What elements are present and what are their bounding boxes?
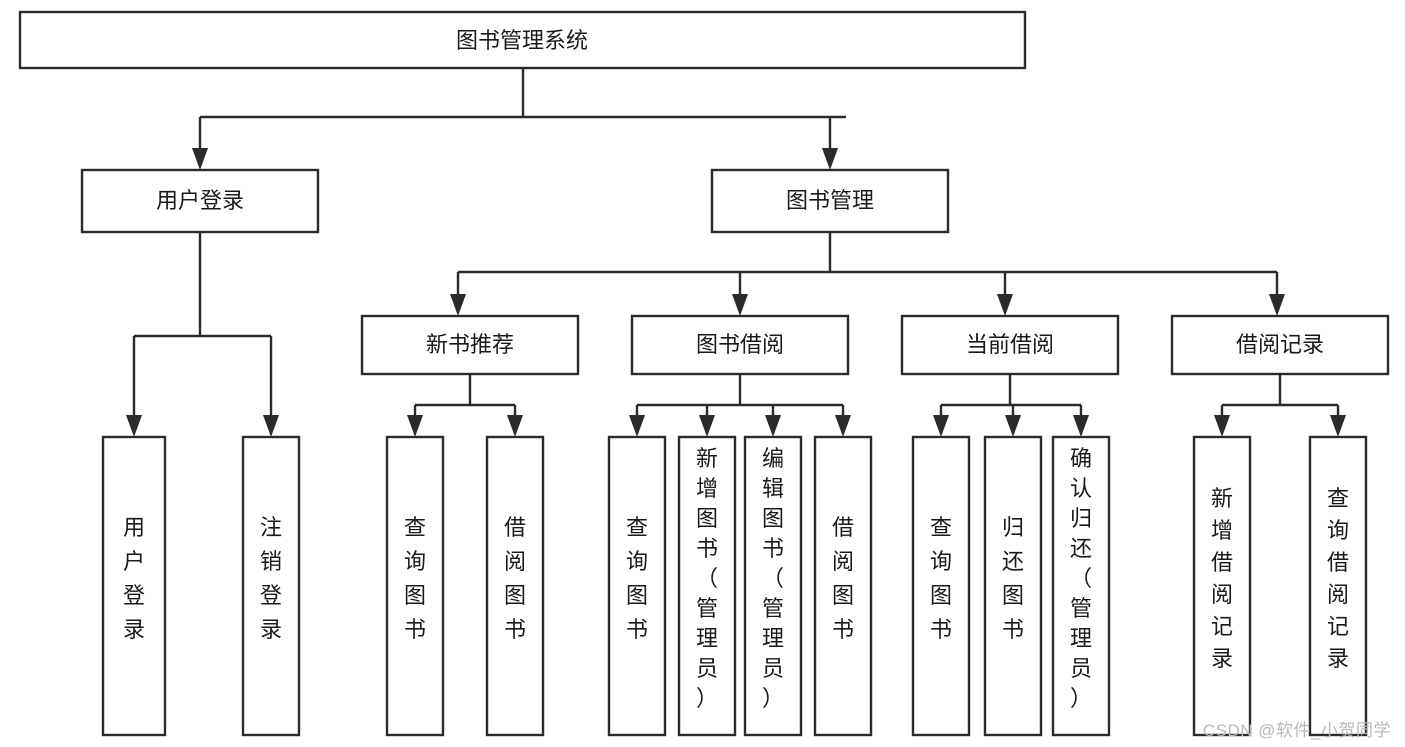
- node-leaf-query-book-2-box[interactable]: [607, 435, 667, 737]
- node-book-borrow-box[interactable]: [630, 314, 850, 376]
- watermark-credit: CSDN @软件_小贺同学: [1202, 721, 1391, 740]
- node-root-box[interactable]: [18, 10, 1027, 70]
- node-leaf-user-login-label: 用户登录: [123, 515, 145, 642]
- node-leaf-query-book-1[interactable]: 查询图书: [385, 435, 445, 737]
- node-leaf-query-book-2[interactable]: 查询图书: [607, 435, 667, 737]
- arrow-head-icon: [732, 294, 748, 316]
- node-leaf-query-book-3-box[interactable]: [911, 435, 971, 737]
- node-leaf-user-logout-label: 注销登录: [260, 515, 282, 642]
- arrow-head-icon: [997, 294, 1013, 316]
- node-leaf-query-record[interactable]: 查询借阅记录: [1308, 435, 1368, 737]
- node-leaf-add-record-box[interactable]: [1192, 435, 1252, 737]
- node-leaf-add-book[interactable]: 新增图书（管理员）: [677, 435, 737, 737]
- arrow-head-icon: [699, 415, 715, 437]
- node-new-book-rec-box[interactable]: [360, 314, 580, 376]
- node-leaf-confirm-return-label: 确认归还（管理员）: [1070, 446, 1092, 711]
- node-current-borrow-label: 当前借阅: [966, 332, 1054, 357]
- node-leaf-return-book-box[interactable]: [983, 435, 1043, 737]
- connectors-current-borrow-to-leaves: [933, 374, 1089, 437]
- node-leaf-return-book[interactable]: 归还图书: [983, 435, 1043, 737]
- node-current-borrow[interactable]: 当前借阅: [900, 314, 1120, 376]
- arrow-head-icon: [822, 148, 838, 170]
- arrow-head-icon: [192, 148, 208, 170]
- node-leaf-borrow-book-2[interactable]: 借阅图书: [813, 435, 873, 737]
- node-leaf-edit-book-label: 编辑图书（管理员）: [762, 446, 784, 711]
- node-leaf-query-book-1-box[interactable]: [385, 435, 445, 737]
- node-book-manage[interactable]: 图书管理: [710, 168, 950, 234]
- node-leaf-borrow-book-1-label: 借阅图书: [504, 515, 526, 642]
- node-leaf-user-login-box[interactable]: [101, 435, 167, 737]
- connectors-book-borrow-to-leaves: [629, 374, 851, 437]
- node-book-manage-label: 图书管理: [786, 188, 874, 213]
- arrow-head-icon: [765, 415, 781, 437]
- node-leaf-add-record-label: 新增借阅记录: [1211, 486, 1233, 671]
- connectors-book-manage-to-level3: [450, 232, 1285, 316]
- node-leaf-return-book-label: 归还图书: [1002, 515, 1024, 642]
- node-book-manage-box[interactable]: [710, 168, 950, 234]
- connectors-user-login-to-leaves: [126, 232, 279, 437]
- arrow-head-icon: [1214, 415, 1230, 437]
- node-new-book-rec-label: 新书推荐: [426, 332, 514, 357]
- node-leaf-query-book-1-label: 查询图书: [404, 515, 426, 642]
- node-leaf-user-logout-box[interactable]: [241, 435, 301, 737]
- arrow-head-icon: [263, 415, 279, 437]
- arrow-head-icon: [407, 415, 423, 437]
- node-user-login-label: 用户登录: [156, 188, 244, 213]
- node-leaf-edit-book-box[interactable]: [743, 435, 803, 737]
- arrow-head-icon: [835, 415, 851, 437]
- node-leaf-confirm-return-box[interactable]: [1051, 435, 1111, 737]
- node-leaf-borrow-book-1-box[interactable]: [485, 435, 545, 737]
- arrow-head-icon: [629, 415, 645, 437]
- node-leaf-query-book-3-label: 查询图书: [930, 515, 952, 642]
- arrow-head-icon: [1073, 415, 1089, 437]
- node-leaf-borrow-book-2-label: 借阅图书: [832, 515, 854, 642]
- arrow-head-icon: [1005, 415, 1021, 437]
- node-leaf-query-book-2-label: 查询图书: [626, 515, 648, 642]
- connectors-root-to-level2: [192, 68, 846, 170]
- arrow-head-icon: [933, 415, 949, 437]
- node-user-login[interactable]: 用户登录: [80, 168, 320, 234]
- node-leaf-query-record-label: 查询借阅记录: [1327, 486, 1349, 671]
- leaf-node-layer: 用户登录 注销登录 查询图书 借阅图书 查询图书 新增图书（管理员） 编辑图书（管理员） 借阅…: [101, 435, 1368, 737]
- connectors-new-book-rec-to-leaves: [407, 374, 523, 437]
- node-new-book-rec[interactable]: 新书推荐: [360, 314, 580, 376]
- node-leaf-confirm-return[interactable]: 确认归还（管理员）: [1051, 435, 1111, 737]
- node-borrow-record[interactable]: 借阅记录: [1170, 314, 1390, 376]
- node-leaf-edit-book[interactable]: 编辑图书（管理员）: [743, 435, 803, 737]
- node-leaf-query-book-3[interactable]: 查询图书: [911, 435, 971, 737]
- node-leaf-borrow-book-2-box[interactable]: [813, 435, 873, 737]
- node-borrow-record-label: 借阅记录: [1236, 332, 1324, 357]
- node-root-system[interactable]: 图书管理系统: [18, 10, 1027, 70]
- node-user-login-box[interactable]: [80, 168, 320, 234]
- node-leaf-borrow-book-1[interactable]: 借阅图书: [485, 435, 545, 737]
- node-leaf-user-logout[interactable]: 注销登录: [241, 435, 301, 737]
- node-leaf-add-record[interactable]: 新增借阅记录: [1192, 435, 1252, 737]
- connectors-borrow-record-to-leaves: [1214, 374, 1346, 437]
- arrow-head-icon: [1269, 294, 1285, 316]
- node-book-borrow-label: 图书借阅: [696, 332, 784, 357]
- node-leaf-query-record-box[interactable]: [1308, 435, 1368, 737]
- node-leaf-add-book-box[interactable]: [677, 435, 737, 737]
- node-current-borrow-box[interactable]: [900, 314, 1120, 376]
- node-borrow-record-box[interactable]: [1170, 314, 1390, 376]
- node-book-borrow[interactable]: 图书借阅: [630, 314, 850, 376]
- arrow-head-icon: [507, 415, 523, 437]
- node-root-label: 图书管理系统: [456, 28, 588, 53]
- arrow-head-icon: [1330, 415, 1346, 437]
- node-leaf-user-login[interactable]: 用户登录: [101, 435, 167, 737]
- arrow-head-icon: [126, 415, 142, 437]
- arrow-head-icon: [450, 294, 466, 316]
- node-leaf-add-book-label: 新增图书（管理员）: [696, 446, 718, 711]
